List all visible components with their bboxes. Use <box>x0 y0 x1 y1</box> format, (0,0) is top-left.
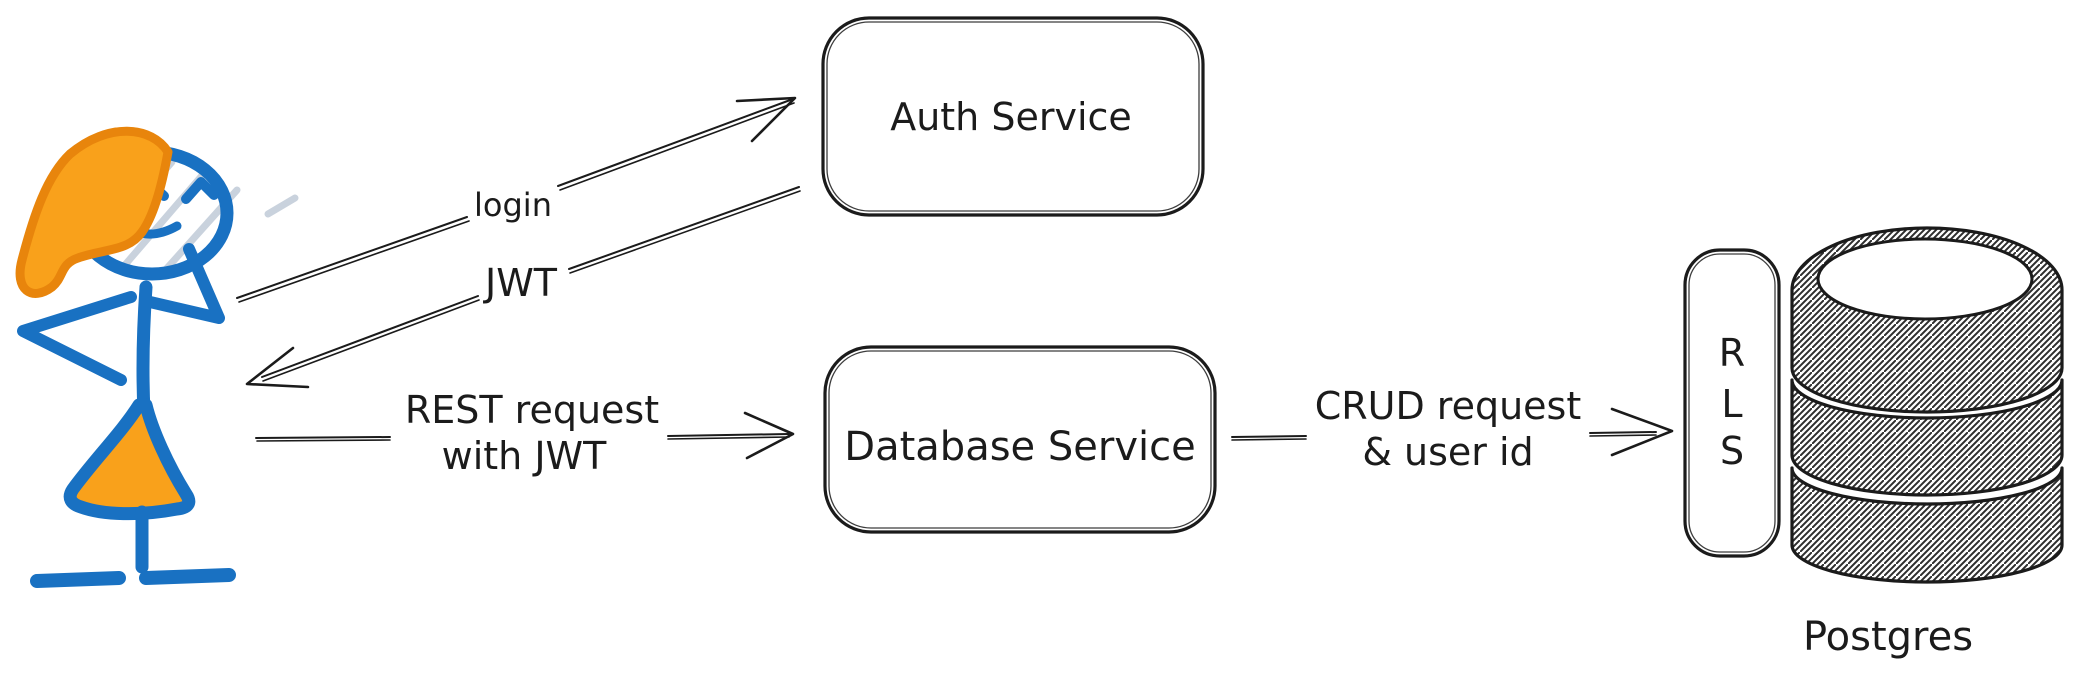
face-streak <box>264 194 299 218</box>
left-foot <box>30 571 126 588</box>
auth-service-box <box>821 16 1205 217</box>
jwt-arrow-line-echo <box>569 190 801 274</box>
database-service-box <box>823 345 1217 534</box>
arm-akimbo <box>17 291 137 386</box>
database-service-box-echo <box>828 350 1212 529</box>
jwt-arrow: JWT <box>245 186 801 389</box>
rls-node: R L S <box>1683 248 1781 558</box>
jwt-arrow-line <box>568 186 800 270</box>
rest-label-line2: with JWT <box>442 434 607 478</box>
crud-label-line2: & user id <box>1362 430 1533 474</box>
login-arrow-line-echo <box>238 220 470 303</box>
crud-arrow-line-echo <box>1589 434 1657 437</box>
hair <box>15 126 173 298</box>
jwt-arrowhead <box>245 346 310 389</box>
rest-arrow-line-echo <box>667 436 790 440</box>
torso <box>136 280 153 419</box>
arm-hand-on-chin <box>144 243 225 324</box>
database-service-node: Database Service <box>823 345 1217 534</box>
right-eye <box>181 177 219 204</box>
rest-arrow-line <box>255 436 391 439</box>
rest-arrow-line-echo <box>256 439 391 442</box>
login-arrow-line <box>236 216 468 299</box>
postgres-database-icon: Postgres <box>1790 226 2064 660</box>
rls-letter-s: S <box>1720 429 1744 473</box>
auth-service-node: Auth Service <box>821 16 1205 217</box>
rest-arrowhead <box>743 411 795 460</box>
login-label: login <box>474 186 552 224</box>
auth-service-label: Auth Service <box>890 95 1132 139</box>
rls-letter-l: L <box>1721 382 1742 426</box>
crud-arrow-line-echo <box>1231 438 1307 441</box>
db-cylinder-middle-band <box>1790 378 2064 497</box>
crud-arrowhead <box>1610 407 1674 457</box>
db-cylinder-bottom-band <box>1790 466 2064 584</box>
database-service-label: Database Service <box>844 424 1195 470</box>
crud-arrow: CRUD request & user id <box>1231 384 1674 474</box>
jwt-label: JWT <box>483 261 558 305</box>
rls-box <box>1683 248 1781 558</box>
login-arrowhead <box>735 96 797 143</box>
crud-arrow-line <box>1589 431 1657 434</box>
rest-arrow-line <box>667 433 790 437</box>
rls-box-echo <box>1688 253 1776 553</box>
login-arrow: login <box>236 96 797 303</box>
user-figure <box>15 126 299 588</box>
jwt-arrow-line <box>261 295 479 378</box>
crud-arrow-line <box>1231 435 1307 438</box>
rest-label-line1: REST request <box>405 388 659 432</box>
postgres-label: Postgres <box>1803 614 1973 660</box>
login-arrow-line <box>557 98 794 187</box>
auth-service-box-echo <box>826 21 1200 212</box>
right-foot <box>139 568 236 585</box>
login-arrow-line-echo <box>559 102 795 191</box>
jwt-arrow-line-echo <box>262 299 480 382</box>
rest-arrow: REST request with JWT <box>255 388 795 478</box>
db-cylinder-top-opening <box>1816 237 2034 321</box>
crud-label-line1: CRUD request <box>1315 384 1582 428</box>
rls-letter-r: R <box>1719 331 1745 375</box>
skirt <box>63 398 196 521</box>
